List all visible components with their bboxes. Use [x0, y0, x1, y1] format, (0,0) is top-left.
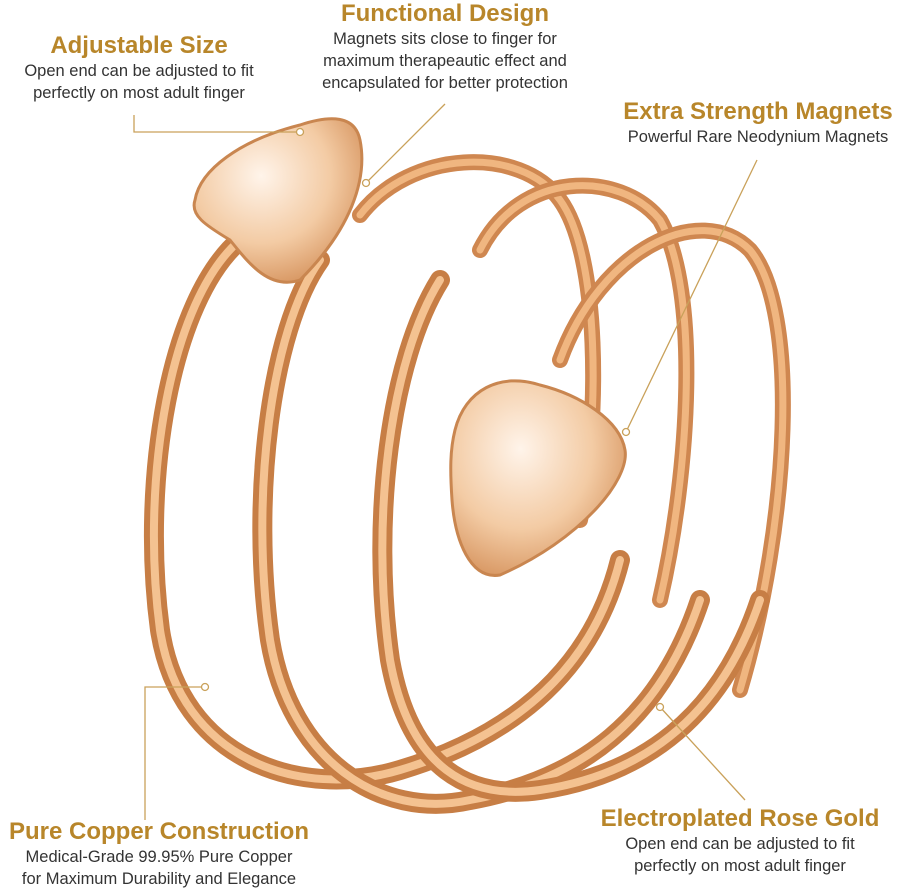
callout-electroplated-rose-gold: Electroplated Rose Gold Open end can be …	[590, 805, 890, 877]
callout-title: Pure Copper Construction	[8, 818, 309, 845]
callout-desc-line: Open end can be adjusted to fit	[625, 835, 855, 853]
leader-lines	[133, 103, 758, 820]
leader-magnets	[625, 159, 758, 433]
callout-pure-copper-construction: Pure Copper Construction Medical-Grade 9…	[0, 818, 318, 890]
callout-desc-line: for Maximum Durability and Elegance	[21, 870, 297, 888]
callout-desc-line: Magnets sits close to finger for	[333, 30, 557, 48]
callout-desc-line: Medical-Grade 99.95% Pure Copper	[25, 848, 293, 866]
callout-adjustable-size: Adjustable Size Open end can be adjusted…	[4, 32, 274, 104]
callout-desc-line: perfectly on most adult finger	[634, 857, 846, 875]
callout-desc-line: maximum therapeautic effect and	[323, 52, 567, 70]
callout-desc-line: Powerful Rare Neodynium Magnets	[627, 128, 889, 146]
callout-title: Functional Design	[340, 0, 549, 27]
leader-copper	[144, 686, 205, 820]
ring-coils	[143, 154, 791, 814]
callout-desc-line: perfectly on most adult finger	[33, 84, 245, 102]
callout-title: Electroplated Rose Gold	[600, 805, 880, 832]
leader-adjustable	[133, 115, 300, 133]
leader-rosegold	[659, 706, 746, 801]
callout-desc-line: encapsulated for better protection	[322, 74, 568, 92]
leader-functional	[365, 103, 446, 184]
heart-magnet-top	[192, 117, 364, 284]
callout-title: Extra Strength Magnets	[623, 98, 893, 125]
callout-desc-line: Open end can be adjusted to fit	[24, 62, 254, 80]
heart-magnet-bottom	[449, 379, 627, 577]
callout-title: Adjustable Size	[50, 32, 228, 59]
callout-extra-strength-magnets: Extra Strength Magnets Powerful Rare Neo…	[608, 98, 906, 148]
callout-functional-design: Functional Design Magnets sits close to …	[295, 0, 595, 94]
